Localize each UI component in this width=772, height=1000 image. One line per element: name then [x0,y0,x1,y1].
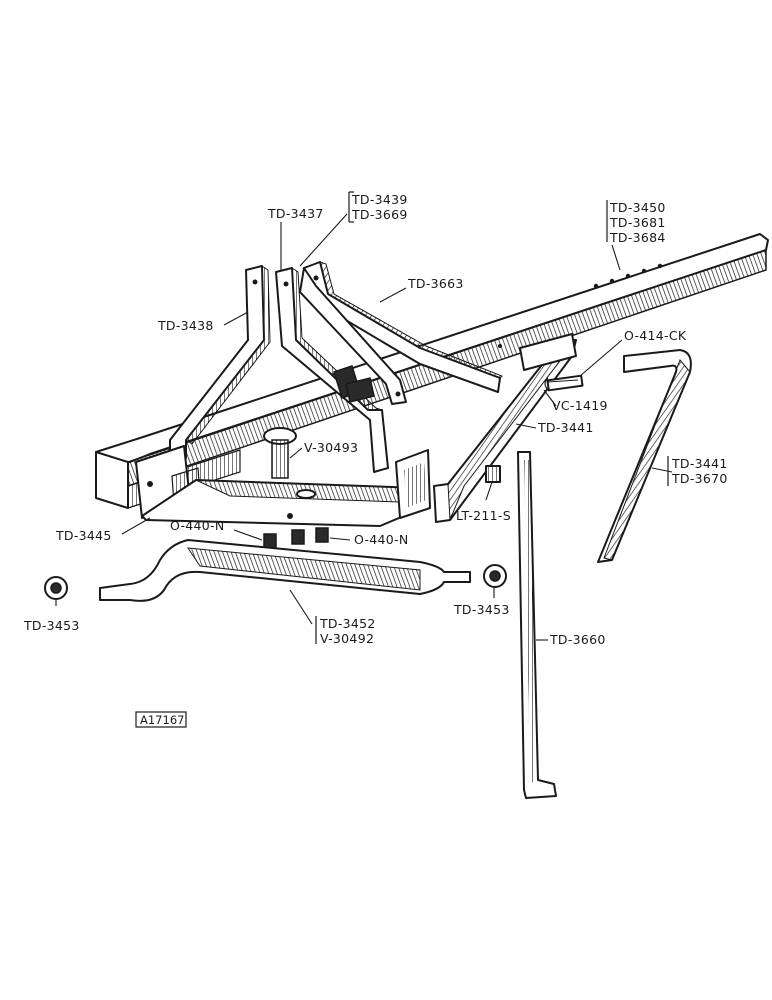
clamp-plate [141,449,431,527]
spacer-lt211s [485,465,501,483]
center-upright-bar [275,267,389,473]
label-o440n-left: O-440-N [170,518,225,533]
label-td3437: TD-3437 [267,206,324,221]
part-labels: TD-3437 TD-3439 TD-3669 TD-3450 TD-3681 … [23,192,728,727]
label-td3439: TD-3439 [351,192,408,207]
label-td3438: TD-3438 [157,318,214,333]
label-vc1419: VC-1419 [552,398,608,413]
label-td3445: TD-3445 [55,528,112,543]
diagonal-brace [299,261,503,405]
label-td3681: TD-3681 [609,215,666,230]
label-td3663: TD-3663 [407,276,464,291]
label-o440n-right: O-440-N [354,532,409,547]
leaders [55,191,673,728]
side-bar-td3441 [433,333,578,523]
label-td3684: TD-3684 [609,230,666,245]
u-spring [597,349,692,563]
nuts-o440n [263,527,329,549]
label-td3452: TD-3452 [319,616,376,631]
pin-v30493 [263,427,297,479]
label-td3441-spring: TD-3441 [671,456,728,471]
label-lt211s: LT-211-S [456,508,511,523]
bushing-left [44,576,68,600]
label-td3441-side: TD-3441 [537,420,594,435]
label-td3669: TD-3669 [351,207,408,222]
bolt-vc1419 [544,374,584,392]
label-td3670: TD-3670 [671,471,728,486]
figure-id: A17167 [140,713,184,727]
long-rod-td3660 [517,451,557,799]
label-td3450: TD-3450 [609,200,666,215]
bushing-right [483,564,507,588]
label-v30492: V-30492 [320,631,374,646]
label-td3453-left: TD-3453 [23,618,80,633]
label-td3660: TD-3660 [549,632,606,647]
label-v30493: V-30493 [304,440,358,455]
axle-td3452 [99,539,471,602]
label-td3453-right: TD-3453 [453,602,510,617]
label-o414ck: O-414-CK [624,328,687,343]
